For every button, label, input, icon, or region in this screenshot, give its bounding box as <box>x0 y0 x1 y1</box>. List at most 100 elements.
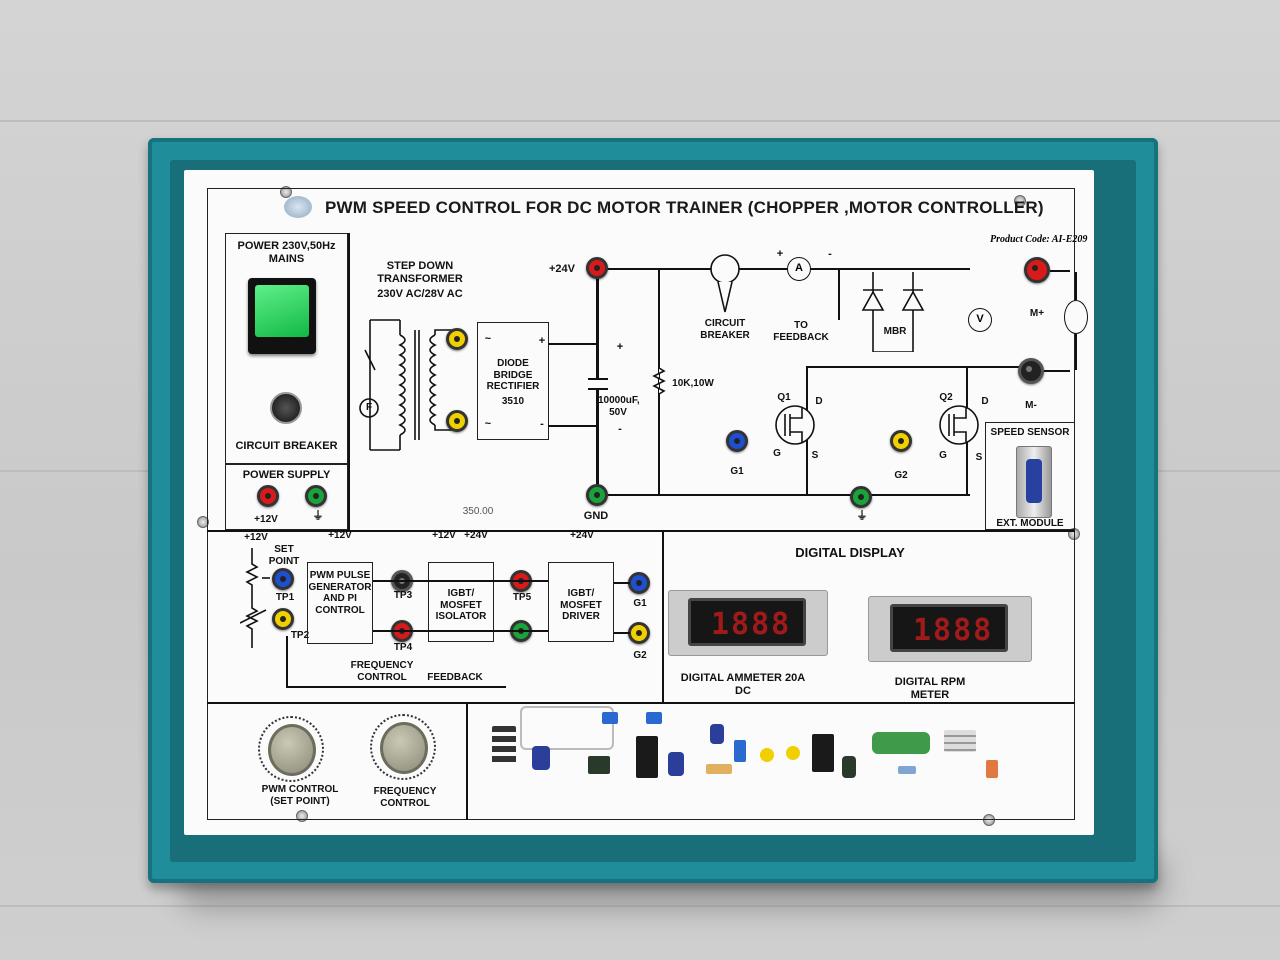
power-stage-breaker-symbol <box>710 254 740 313</box>
plus24v-label: +24V <box>549 263 575 275</box>
feedback-wire <box>838 270 840 320</box>
mains-power-switch[interactable] <box>248 278 316 354</box>
rectifier-plus: + <box>538 335 546 347</box>
product-code: Product Code: AI-E209 <box>990 234 1088 245</box>
frequency-control-label: FREQUENCY CONTROL <box>350 660 414 683</box>
set-point-label: SET POINT <box>268 544 300 567</box>
ac-input-jack-1[interactable] <box>446 328 468 350</box>
capacitor-minus: - <box>618 423 622 435</box>
power-ground-jack[interactable] <box>850 486 872 508</box>
mbr-label: MBR <box>883 326 907 337</box>
rectifier-block <box>477 322 549 440</box>
motor-plus-jack[interactable] <box>1024 257 1050 283</box>
tp5-label: TP5 <box>512 592 532 603</box>
speed-sensor-label: SPEED SENSOR <box>990 427 1070 438</box>
transformer-leads <box>520 706 614 750</box>
ac-input-jack-2[interactable] <box>446 410 468 432</box>
motor-symbol <box>1064 300 1088 334</box>
resistor-symbol <box>652 368 666 395</box>
divider <box>466 703 468 820</box>
fuse-symbol-label: F <box>365 402 373 413</box>
ammeter-readout: 1888 <box>711 607 792 642</box>
g2-label: G2 <box>894 470 908 481</box>
tp2-jack[interactable] <box>272 608 294 630</box>
dc-bus-top-wire <box>598 268 970 270</box>
divider <box>662 531 664 703</box>
capacitor-symbol <box>588 378 608 390</box>
plus12v-label: +12V <box>254 514 278 525</box>
control-signal-wire <box>614 582 630 584</box>
rectifier-label: DIODE BRIDGE RECTIFIER <box>486 358 540 392</box>
tp1-jack[interactable] <box>272 568 294 590</box>
plus12v-jack[interactable] <box>257 485 279 507</box>
driver-g2-label: G2 <box>633 650 647 661</box>
motor-plus-wire <box>1050 270 1070 272</box>
q2-source-label: S <box>975 452 983 463</box>
capacitor <box>532 746 550 770</box>
ground-jack[interactable] <box>305 485 327 507</box>
pwm-control-knob[interactable] <box>268 724 316 776</box>
dc-bus-bottom-wire <box>598 494 970 496</box>
to-feedback-label: TO FEEDBACK <box>773 320 829 343</box>
isolator-12v-label: +12V <box>432 530 456 541</box>
motor-minus-label: M- <box>1025 400 1037 411</box>
screw <box>280 186 292 198</box>
freq-knob-label: FREQUENCY CONTROL <box>373 786 437 809</box>
control-signal-wire <box>373 580 548 582</box>
motor-minus-jack[interactable] <box>1018 358 1044 384</box>
motor-top-lead <box>1075 272 1077 300</box>
rectifier-part: 3510 <box>501 396 525 407</box>
q2-gate-label: G <box>939 450 947 461</box>
pwm-generator-block <box>307 562 373 644</box>
isolator-24v-label: +24V <box>464 530 488 541</box>
control-signal-wire <box>373 630 548 632</box>
speed-sensor-section <box>985 422 1075 530</box>
g2-gate-jack[interactable] <box>890 430 912 452</box>
capacitor-plus: + <box>616 341 624 353</box>
feedback-label: FEEDBACK <box>427 672 483 683</box>
mains-breaker-label: CIRCUIT BREAKER <box>235 440 338 452</box>
driver-g1-jack[interactable] <box>628 572 650 594</box>
transformer-schematic <box>359 319 455 451</box>
q1-source-label: S <box>811 450 819 461</box>
drain-wire <box>806 366 1028 368</box>
plus24v-jack[interactable] <box>586 257 608 279</box>
motor-bottom-lead <box>1075 334 1077 370</box>
motor-plus-label: M+ <box>1029 308 1045 319</box>
screw <box>197 516 209 528</box>
power-supply-section <box>225 464 348 530</box>
set-point-pot-symbol <box>240 548 270 648</box>
digital-rpm-display: 1888 <box>890 604 1008 652</box>
transformer-rating: 230V AC/28V AC <box>377 288 463 300</box>
tp2-label: TP2 <box>290 630 310 641</box>
mains-label: POWER 230V,50Hz MAINS <box>237 240 336 265</box>
capacitor <box>668 752 684 776</box>
power-resistor <box>872 732 930 754</box>
mbr-diodes <box>861 272 925 352</box>
trimmer <box>602 712 618 724</box>
driver-block <box>548 562 614 642</box>
feedback-loop-wire <box>286 636 288 688</box>
db9-connector[interactable] <box>1016 446 1052 518</box>
gnd-jack[interactable] <box>586 484 608 506</box>
divider <box>348 233 350 531</box>
frequency-control-knob[interactable] <box>380 722 428 774</box>
mains-section <box>225 233 348 464</box>
ammeter-plus: + <box>776 248 784 260</box>
voltmeter-symbol: V <box>968 308 992 332</box>
q2-label: Q2 <box>939 392 953 403</box>
g1-gate-jack[interactable] <box>726 430 748 452</box>
resistor <box>706 764 732 774</box>
rectifier-minus-wire <box>548 425 598 427</box>
mosfet-q1 <box>775 405 815 445</box>
resistor-array <box>944 730 976 752</box>
freq-knob-ring <box>370 714 436 780</box>
trimmer <box>646 712 662 724</box>
driver-g2-jack[interactable] <box>628 622 650 644</box>
q1-drain-label: D <box>815 396 823 407</box>
gnd-label: GND <box>583 510 609 522</box>
circuit-breaker-button[interactable] <box>270 392 302 424</box>
feedback-loop-wire <box>286 686 506 688</box>
isolator-block <box>428 562 494 642</box>
power-supply-label: POWER SUPPLY <box>242 469 331 481</box>
